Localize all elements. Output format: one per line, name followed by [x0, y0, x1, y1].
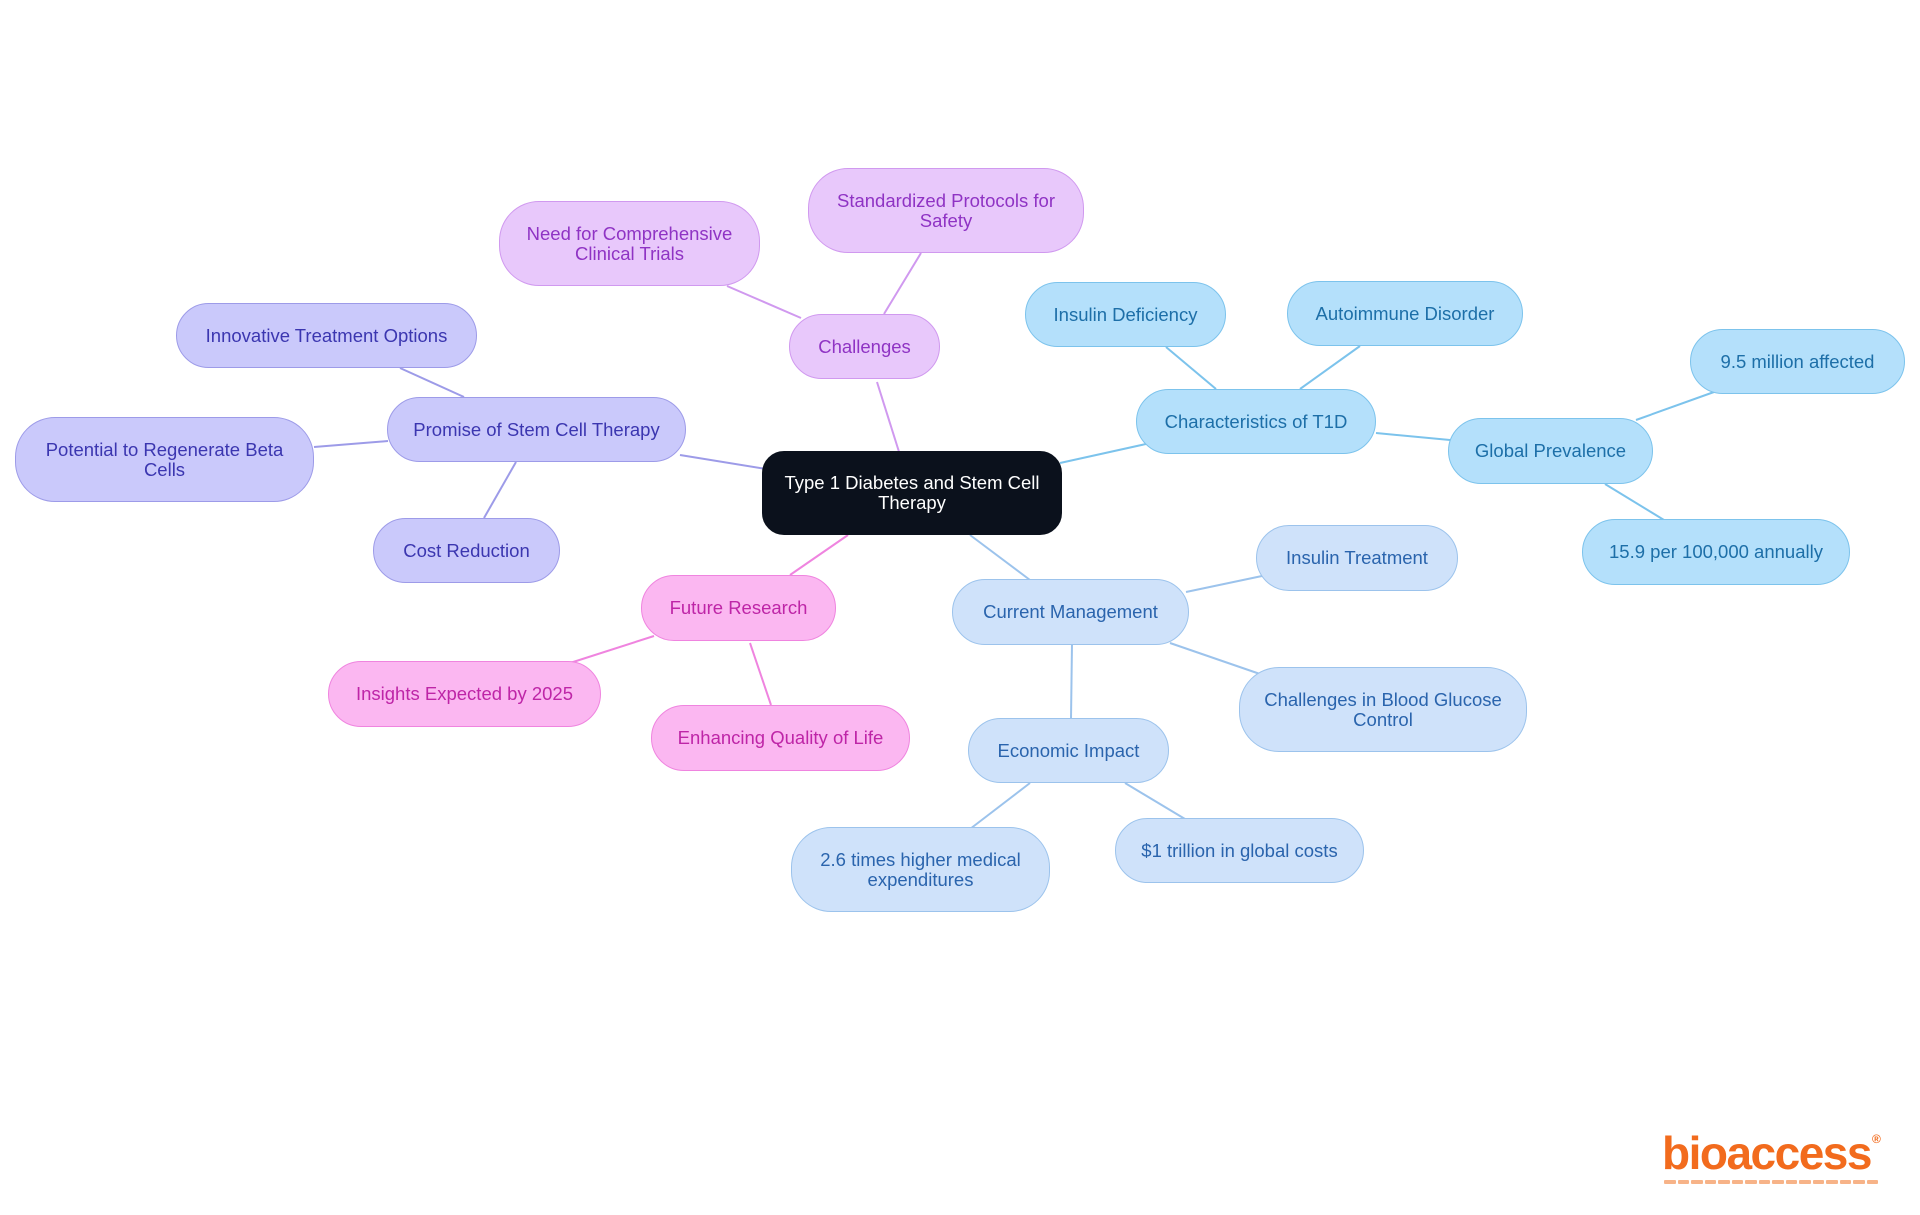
edge-char-prevalence: [1375, 432, 1451, 441]
insights-2025-node: Insights Expected by 2025: [328, 661, 601, 727]
root-node: Type 1 Diabetes and Stem Cell Therapy: [762, 451, 1062, 535]
edge-challenges-protocols: [883, 252, 922, 315]
regenerate-beta-cells-node: Potential to Regenerate Beta Cells: [15, 417, 314, 502]
characteristics-node: Characteristics of T1D: [1136, 389, 1376, 454]
global-costs-node: $1 trillion in global costs: [1115, 818, 1364, 883]
cost-reduction-node: Cost Reduction: [373, 518, 560, 583]
quality-of-life-node: Enhancing Quality of Life: [651, 705, 910, 771]
blood-glucose-node: Challenges in Blood Glucose Control: [1239, 667, 1527, 752]
edge-mgmt-glucose: [1169, 642, 1261, 675]
edge-prevalence-annual: [1604, 483, 1665, 521]
economic-impact-node: Economic Impact: [968, 718, 1169, 783]
clinical-trials-node: Need for Comprehensive Clinical Trials: [499, 201, 760, 286]
edge-challenges-trials: [726, 285, 802, 319]
edge-economic-expenditures: [969, 782, 1031, 830]
logo-wordmark: bioaccess: [1662, 1127, 1872, 1179]
edge-future-quality: [749, 642, 772, 706]
registered-mark: ®: [1872, 1132, 1881, 1146]
edge-promise-cost: [483, 461, 517, 519]
challenges-node: Challenges: [789, 314, 940, 379]
insulin-treatment-node: Insulin Treatment: [1256, 525, 1458, 591]
million-affected-node: 9.5 million affected: [1690, 329, 1905, 394]
autoimmune-disorder-node: Autoimmune Disorder: [1287, 281, 1523, 346]
insulin-deficiency-node: Insulin Deficiency: [1025, 282, 1226, 347]
medical-expenditures-node: 2.6 times higher medical expenditures: [791, 827, 1050, 912]
edge-future-insights: [569, 635, 655, 664]
edge-char-autoimmune: [1299, 345, 1361, 390]
standardized-protocols-node: Standardized Protocols for Safety: [808, 168, 1084, 253]
current-management-node: Current Management: [952, 579, 1189, 645]
edge-promise-innovative: [399, 367, 465, 398]
edge-root-management: [969, 534, 1031, 581]
edge-promise-regenerate: [313, 440, 389, 448]
annual-incidence-node: 15.9 per 100,000 annually: [1582, 519, 1850, 585]
edge-root-challenges: [876, 381, 901, 456]
bioaccess-logo: bioaccess ®: [1662, 1127, 1881, 1188]
edge-mgmt-insulin: [1185, 575, 1263, 593]
global-prevalence-node: Global Prevalence: [1448, 418, 1653, 484]
future-research-node: Future Research: [641, 575, 836, 641]
edge-root-future: [789, 534, 849, 576]
edge-prevalence-affected: [1635, 391, 1715, 421]
logo-tagline: [1664, 1180, 1878, 1184]
edge-economic-costs: [1124, 782, 1191, 823]
promise-node: Promise of Stem Cell Therapy: [387, 397, 686, 462]
edge-root-characteristics: [1059, 443, 1147, 464]
edge-char-insulin-def: [1165, 346, 1217, 390]
edge-mgmt-economic: [1070, 642, 1073, 720]
innovative-treatment-node: Innovative Treatment Options: [176, 303, 477, 368]
